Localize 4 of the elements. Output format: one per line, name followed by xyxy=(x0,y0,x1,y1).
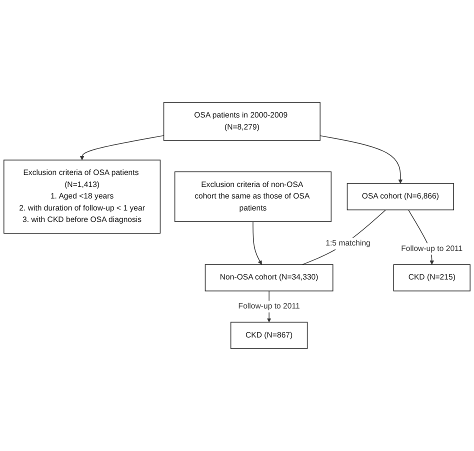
arrow xyxy=(252,221,262,265)
connector xyxy=(302,210,386,265)
arrow xyxy=(80,135,164,160)
arrow xyxy=(320,135,403,184)
